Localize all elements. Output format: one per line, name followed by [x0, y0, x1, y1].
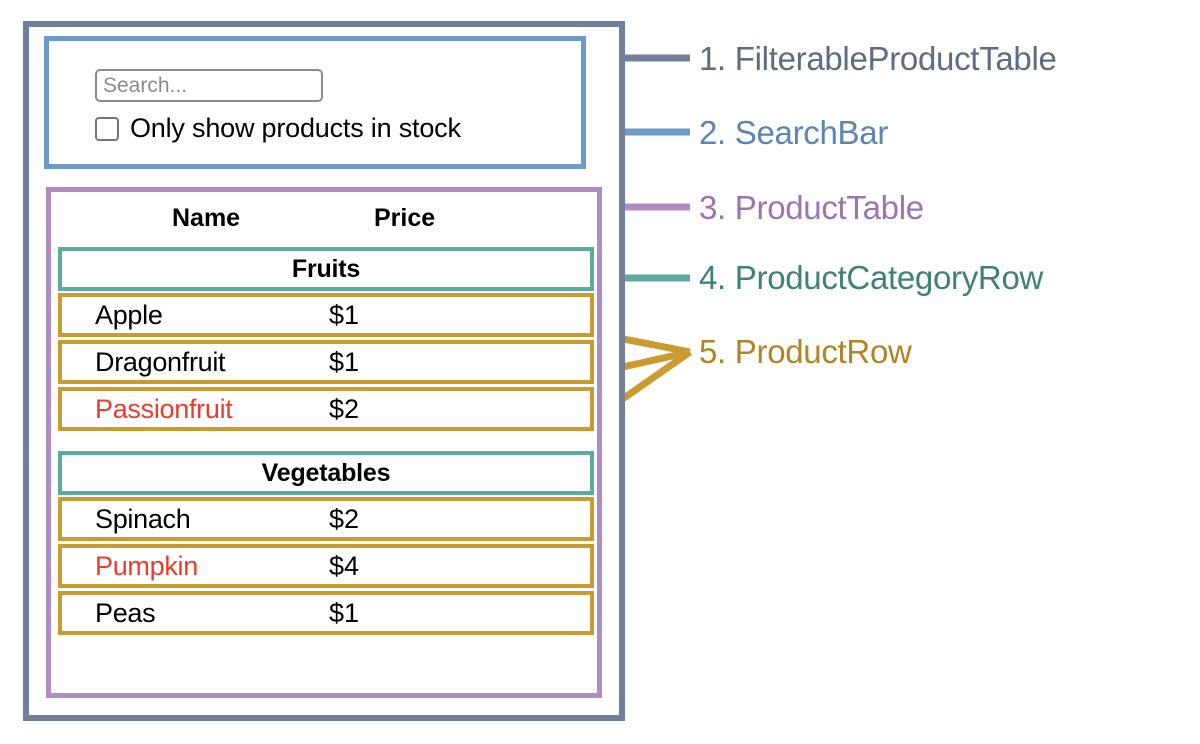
product-row[interactable]: Dragonfruit $1: [58, 340, 594, 384]
product-row[interactable]: Pumpkin $4: [58, 544, 594, 588]
product-name: Dragonfruit: [95, 346, 226, 377]
table-body: Fruits Apple $1 Dragonfruit $1 Passionfr…: [58, 247, 594, 638]
callout-label-product-category-row: 4. ProductCategoryRow: [699, 259, 1044, 296]
product-price: $2: [329, 393, 360, 424]
callout-label-search-bar: 2. SearchBar: [699, 114, 889, 151]
category-label: Fruits: [291, 254, 361, 283]
callout-label-product-row: 5. ProductRow: [699, 333, 912, 370]
search-bar: Only show products in stock: [44, 36, 586, 169]
checkbox-icon[interactable]: [95, 116, 119, 141]
column-header-price: Price: [374, 203, 436, 232]
table-header-row: Name Price: [51, 200, 587, 236]
search-input[interactable]: [95, 69, 323, 102]
product-category-row: Fruits: [58, 247, 594, 291]
product-price: $1: [329, 597, 360, 628]
product-price: $1: [329, 299, 360, 330]
product-name: Spinach: [95, 503, 191, 534]
product-price: $1: [329, 346, 360, 377]
callout-label-filterable-product-table: 1. FilterableProductTable: [699, 40, 1057, 77]
in-stock-filter[interactable]: Only show products in stock: [95, 113, 461, 144]
product-table: Name Price Fruits Apple $1 Dragonfruit $…: [46, 187, 602, 698]
product-name: Passionfruit: [95, 393, 233, 424]
product-price: $2: [329, 503, 360, 534]
product-category-row: Vegetables: [58, 451, 594, 495]
column-header-name: Name: [172, 203, 241, 232]
product-row[interactable]: Passionfruit $2: [58, 387, 594, 431]
product-name: Apple: [95, 299, 163, 330]
product-row[interactable]: Spinach $2: [58, 497, 594, 541]
product-name: Pumpkin: [95, 550, 198, 581]
product-name: Peas: [95, 597, 156, 628]
product-row[interactable]: Apple $1: [58, 293, 594, 337]
product-price: $4: [329, 550, 360, 581]
in-stock-filter-label: Only show products in stock: [130, 113, 461, 143]
group-spacer: [58, 434, 594, 451]
callout-label-product-table: 3. ProductTable: [699, 189, 924, 226]
category-label: Vegetables: [261, 458, 391, 487]
product-row[interactable]: Peas $1: [58, 591, 594, 635]
